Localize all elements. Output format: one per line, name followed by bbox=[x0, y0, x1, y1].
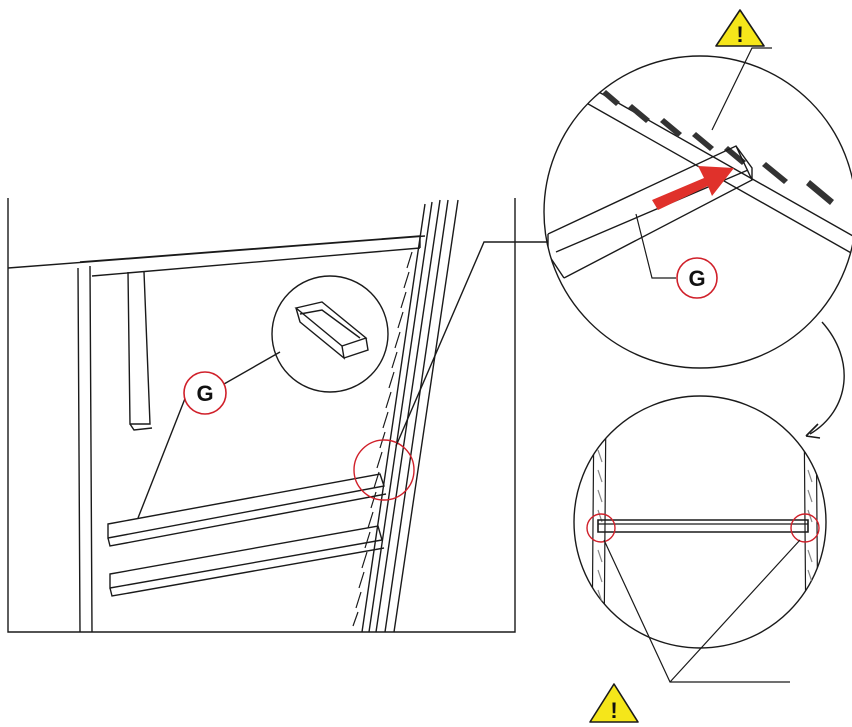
callout-g-detail-label: G bbox=[688, 266, 705, 291]
main-view-frame bbox=[7, 198, 516, 633]
profile-inset bbox=[271, 275, 389, 393]
leader-line-g-detail bbox=[635, 213, 676, 279]
direction-arrow-icon bbox=[652, 166, 734, 210]
warning-triangle-bottom-icon: ! bbox=[589, 683, 639, 723]
opening-frame bbox=[77, 235, 421, 633]
leader-line-warning-top bbox=[711, 47, 772, 131]
curved-arrow-icon bbox=[809, 321, 845, 435]
callout-g-detail: G bbox=[676, 257, 718, 299]
hanging-bar bbox=[127, 271, 153, 431]
leader-line-to-detail bbox=[395, 241, 548, 447]
leader-lines-bottom bbox=[603, 539, 801, 683]
warning-triangle-icon: ! bbox=[715, 9, 765, 47]
warning-mark-bottom: ! bbox=[610, 698, 617, 723]
shelf-bar-bottom bbox=[597, 519, 809, 533]
rail-slots bbox=[602, 90, 834, 205]
warning-mark-top: ! bbox=[736, 22, 743, 47]
right-upright-inner bbox=[368, 199, 449, 633]
main-view bbox=[7, 198, 548, 633]
left-joint-highlight bbox=[586, 513, 616, 543]
lower-shelf bbox=[109, 525, 385, 597]
right-joint-highlight bbox=[790, 513, 820, 543]
callout-g-main-label: G bbox=[196, 381, 213, 406]
right-upright-outer bbox=[361, 199, 459, 633]
curved-arrow-head bbox=[805, 423, 821, 439]
callout-g-main: G bbox=[183, 371, 227, 415]
leader-line-g-main bbox=[137, 395, 187, 519]
leader-line-inset bbox=[223, 351, 281, 385]
detail-circle-top bbox=[543, 47, 852, 369]
detail-circle-bottom bbox=[573, 395, 827, 683]
connection-highlight-circle bbox=[353, 439, 415, 501]
upright-slots bbox=[352, 251, 413, 627]
shelf-bar-g bbox=[107, 473, 387, 547]
